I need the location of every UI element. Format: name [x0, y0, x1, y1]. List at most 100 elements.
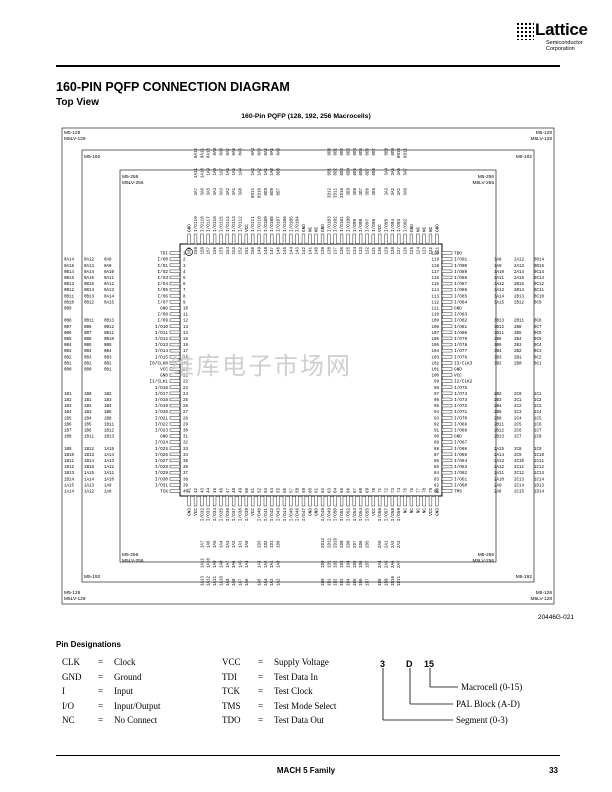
pin-lead [169, 458, 181, 463]
pin-number: 58 [297, 487, 301, 493]
pin-lead [169, 385, 181, 389]
pin-number: 53 [265, 487, 269, 493]
macrocell-label: 0B9 [64, 307, 72, 311]
pin-name: I/O76 [454, 355, 468, 360]
designation-desc: No Connect [114, 715, 158, 725]
macrocell-label: 1B11 [84, 436, 95, 440]
pin-name: I/O84 [454, 300, 468, 305]
pin-number: 119 [431, 259, 439, 263]
pin-number: 106 [431, 338, 439, 342]
pin-name: GND [454, 306, 462, 311]
pin-number: 45 [214, 487, 218, 493]
macrocell-label: 0D7 [373, 148, 377, 156]
macrocell-label: 0B12 [64, 289, 75, 293]
macrocell-label: 0D9 [265, 188, 269, 196]
macrocell-label: 2C10 [514, 460, 525, 464]
pin-number: 121 [436, 247, 440, 255]
pin-lead [435, 233, 439, 245]
designation-abbr: NC [62, 715, 75, 725]
macrocell-label: 0D2 [335, 168, 339, 176]
pin-name: I/O64 [454, 459, 468, 464]
designation-abbr: VCC [222, 657, 241, 667]
pin-name: NC [416, 226, 421, 232]
pin-lead [270, 233, 274, 245]
pin-lead [282, 233, 287, 245]
macrocell-label: 2B12 [494, 429, 505, 433]
macrocell-label: 1B13 [104, 436, 115, 440]
corner-tl-m5lv-128: M5LV-128 [64, 136, 86, 142]
macrocell-label: 1D3 [341, 578, 345, 586]
pin-number: 137 [335, 247, 339, 255]
bottom-pins: GND41VCC42I/O3243I/O3344I/O3445I/O3546I/… [187, 487, 440, 522]
macrocell-label: 2B5 [494, 411, 502, 415]
pin-name: GND [454, 435, 462, 440]
pin-number: 105 [431, 344, 439, 348]
pin-lead [397, 233, 401, 245]
pin-lead [441, 288, 453, 292]
pin-name: I/O88 [454, 276, 468, 281]
macrocell-label: 0D9 [392, 148, 396, 156]
pin-number: 150 [252, 247, 256, 255]
macrocell-label: 0B14 [64, 271, 75, 275]
pin-number: 43 [201, 487, 205, 493]
pin-name: I/O86 [454, 288, 468, 293]
macrocell-label: 2A14 [514, 271, 525, 275]
pin-name: VCC [429, 508, 434, 516]
pin-name: I/O11 [155, 331, 169, 336]
macrocell-label: 0A15 [84, 277, 95, 281]
macrocell-label: 0A11 [104, 277, 115, 281]
pin-lead [200, 495, 204, 507]
pin-number: 13 [183, 326, 189, 330]
macrocell-label: 1B12 [104, 429, 115, 433]
macrocell-label: 1B8 [64, 436, 72, 440]
pin-number: 91 [434, 429, 440, 433]
designation-equals: = [98, 657, 104, 667]
macrocell-label: 2D5 [366, 540, 370, 548]
key-macrocell-number: 15 [424, 659, 435, 669]
pin-lead [169, 452, 181, 456]
pin-lead [416, 233, 420, 245]
macrocell-label: 2C7 [514, 436, 522, 440]
pin-name: I/O3 [157, 276, 168, 281]
macrocell-label: 0B10 [64, 301, 75, 305]
macrocell-label: 2B8 [514, 326, 522, 330]
pin-name: I/O77 [454, 349, 468, 354]
macrocell-label: 1A2 [259, 168, 263, 176]
corner-tr-m5-192: M5-192 [516, 154, 533, 160]
pin-lead [200, 233, 204, 245]
pin-name: I/O113 [232, 216, 237, 232]
pin-number: 37 [183, 472, 189, 476]
corner-bl-m5lv-128: M5LV-128 [64, 596, 86, 602]
pin-name: VCC [160, 367, 168, 372]
pin-name: I/O5 [157, 288, 168, 293]
pin-name: I/O110 [258, 216, 263, 232]
macrocell-label: 0B7 [64, 326, 72, 330]
pin-name: I/O91 [454, 258, 468, 263]
designation-abbr: I [62, 686, 65, 696]
corner-br-m5-192: M5-192 [516, 574, 533, 580]
macrocell-label: 1A14 [104, 454, 115, 458]
pin-name: I/O62 [454, 471, 468, 476]
frame-m5-256 [119, 169, 497, 563]
pin-number: 61 [316, 487, 320, 493]
pin-number: 69 [366, 487, 370, 493]
pin-number: 109 [431, 320, 439, 324]
pin-name: I/O59 [397, 508, 402, 522]
macrocell-label: 0B0 [64, 368, 72, 372]
macrocell-label: 3A5 [208, 188, 212, 196]
pin-lead [441, 391, 453, 395]
pin-number: 25 [183, 399, 189, 403]
figure-id: 20446G-021 [537, 614, 574, 621]
macrocell-label: 1B1 [84, 399, 92, 403]
pin-number: 148 [265, 247, 269, 255]
macrocell-label: 3D10 [341, 188, 345, 199]
macrocell-label: 2A1 [386, 540, 390, 548]
pin-name: I/O53 [353, 508, 358, 522]
pin-number: 144 [290, 247, 294, 255]
macrocell-label: 1D4 [347, 578, 351, 586]
pin-name: VCC [372, 508, 377, 516]
frame-m5-192 [81, 149, 535, 583]
macrocell-label: 1D5 [354, 578, 358, 586]
pin-lead [441, 361, 453, 365]
pin-lead [169, 373, 181, 377]
